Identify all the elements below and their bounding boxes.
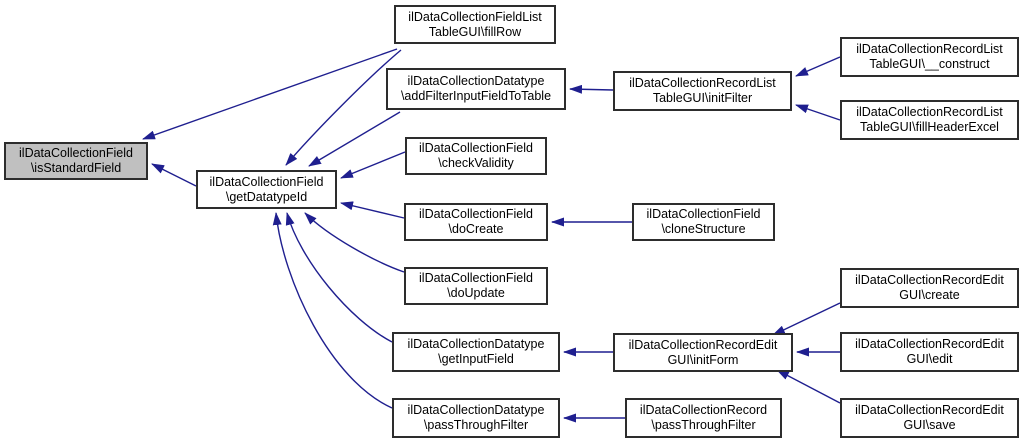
edge-record-edit-gui-create-to-record-edit-gui-init-form	[772, 302, 841, 336]
edge-field-list-table-gui-fill-row-to-field-is-standard-field	[142, 48, 398, 140]
node-label-line1: ilDataCollectionDatatype	[407, 403, 545, 417]
graph-node-field-check-validity[interactable]: ilDataCollectionField\checkValidity	[405, 137, 547, 175]
node-label-line2: \isStandardField	[30, 161, 122, 175]
edge-group	[142, 48, 841, 423]
node-label-line2: GUI\edit	[906, 352, 953, 366]
graph-node-field-clone-structure[interactable]: ilDataCollectionField\cloneStructure	[632, 203, 775, 241]
graph-node-datatype-add-filter-input-field-to-table[interactable]: ilDataCollectionDatatype\addFilterInputF…	[386, 68, 566, 110]
node-label-line1: ilDataCollectionField	[419, 271, 533, 285]
node-label-line2: \passThroughFilter	[651, 418, 756, 432]
node-label-line2: TableGUI\fillHeaderExcel	[860, 120, 999, 134]
edge-record-list-table-gui-construct-to-record-list-table-gui-init-filter	[795, 56, 841, 77]
node-label-line1: ilDataCollectionRecordList	[629, 76, 776, 90]
node-label-line2: TableGUI\initFilter	[652, 91, 753, 105]
graph-node-field-get-datatype-id[interactable]: ilDataCollectionField\getDatatypeId	[196, 170, 337, 209]
graph-node-field-do-update[interactable]: ilDataCollectionField\doUpdate	[404, 267, 548, 305]
node-label-line1: ilDataCollectionField	[419, 207, 533, 221]
node-label-line2: \cloneStructure	[661, 222, 746, 236]
node-label-line1: ilDataCollectionField	[19, 146, 133, 160]
edge-field-do-create-to-field-get-datatype-id	[340, 201, 405, 219]
node-label-line2: TableGUI\__construct	[869, 57, 990, 71]
graph-node-record-pass-through-filter[interactable]: ilDataCollectionRecord\passThroughFilter	[625, 398, 782, 438]
edge-datatype-pass-through-filter-to-field-get-datatype-id	[272, 212, 393, 409]
node-label-line2: \getInputField	[438, 352, 514, 366]
node-label-line2: \addFilterInputFieldToTable	[400, 89, 552, 103]
node-label-line2: \doUpdate	[447, 286, 505, 300]
node-label-line1: ilDataCollectionRecordEdit	[855, 403, 1004, 417]
edge-record-list-table-gui-init-filter-to-datatype-add-filter-input-field-to-table	[569, 84, 614, 94]
node-label-line1: ilDataCollectionDatatype	[407, 74, 545, 88]
node-label-line1: ilDataCollectionFieldList	[408, 9, 542, 24]
edge-field-check-validity-to-field-get-datatype-id	[340, 151, 406, 179]
edge-record-list-table-gui-fill-header-excel-to-record-list-table-gui-init-filter	[795, 104, 841, 121]
node-label-line1: ilDataCollectionDatatype	[407, 337, 545, 351]
node-label-line2: GUI\initForm	[667, 352, 739, 367]
node-label-line1: ilDataCollectionField	[209, 174, 324, 189]
node-label-line2: \checkValidity	[438, 156, 514, 170]
graph-node-datatype-get-input-field[interactable]: ilDataCollectionDatatype\getInputField	[392, 332, 560, 372]
node-label-line2: \doCreate	[448, 222, 504, 236]
edge-record-edit-gui-save-to-record-edit-gui-init-form	[776, 369, 841, 404]
node-label-line2: \passThroughFilter	[423, 418, 529, 432]
node-label-line1: ilDataCollectionRecordEdit	[855, 273, 1004, 287]
edge-field-get-datatype-id-to-field-is-standard-field	[151, 163, 197, 187]
node-label-line1: ilDataCollectionRecordEdit	[628, 337, 778, 352]
node-label-line2: GUI\create	[899, 288, 960, 302]
node-label-line1: ilDataCollectionField	[646, 207, 761, 221]
node-label-line1: ilDataCollectionRecordList	[856, 42, 1003, 56]
edge-field-list-table-gui-fill-row-to-field-get-datatype-id	[285, 49, 402, 166]
graph-node-field-do-create[interactable]: ilDataCollectionField\doCreate	[404, 203, 548, 241]
edge-datatype-get-input-field-to-field-get-datatype-id	[285, 212, 393, 343]
node-label-line1: ilDataCollectionRecordList	[856, 105, 1003, 119]
graph-node-field-is-standard-field[interactable]: ilDataCollectionField\isStandardField	[4, 142, 148, 180]
node-label-line1: ilDataCollectionRecordEdit	[855, 337, 1004, 351]
node-label-line2: GUI\save	[903, 418, 956, 432]
graph-node-datatype-pass-through-filter[interactable]: ilDataCollectionDatatype\passThroughFilt…	[392, 398, 560, 438]
node-label-line1: ilDataCollectionRecord	[639, 403, 768, 417]
node-label-line2: TableGUI\fillRow	[428, 24, 522, 39]
node-label-line1: ilDataCollectionField	[419, 141, 533, 155]
node-label-line2: \getDatatypeId	[225, 189, 308, 204]
edge-field-do-update-to-field-get-datatype-id	[304, 212, 405, 273]
edge-datatype-add-filter-input-field-to-table-to-field-get-datatype-id	[308, 111, 401, 167]
